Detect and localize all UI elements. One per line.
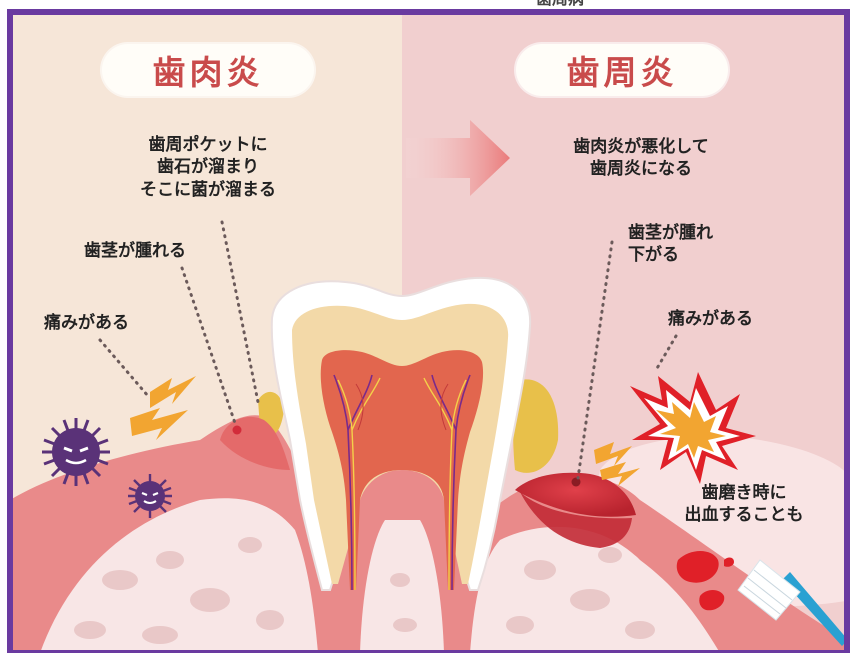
callout-swelling-left-text: 歯茎が腫れる bbox=[50, 240, 220, 262]
callout-pain-left-text: 痛みがある bbox=[44, 312, 194, 334]
bacteria-icon bbox=[42, 418, 110, 486]
callout-pocket-line: そこに菌が溜まる bbox=[98, 179, 318, 201]
marker-dot bbox=[233, 426, 242, 435]
callout-bleeding-line: 歯磨き時に bbox=[654, 482, 834, 504]
callout-pain-right: 痛みがある bbox=[668, 308, 818, 330]
callout-bleeding: 歯磨き時に 出血することも bbox=[654, 482, 834, 527]
callout-bleeding-line: 出血することも bbox=[654, 504, 834, 526]
callout-pocket-line: 歯周ポケットに bbox=[98, 134, 318, 156]
left-title: 歯肉炎 bbox=[153, 46, 264, 94]
callout-progress: 歯肉炎が悪化して 歯周炎になる bbox=[532, 136, 750, 181]
header-fragment: 歯周病 bbox=[520, 0, 600, 9]
callout-pocket: 歯周ポケットに 歯石が溜まり そこに菌が溜まる bbox=[98, 134, 318, 201]
header-fragment-text: 歯周病 bbox=[520, 0, 600, 9]
right-title: 歯周炎 bbox=[567, 46, 678, 94]
right-title-pill: 歯周炎 bbox=[516, 44, 728, 96]
callout-pain-right-text: 痛みがある bbox=[668, 308, 818, 330]
callout-swelling-right: 歯茎が腫れ 下がる bbox=[628, 222, 768, 267]
callout-pocket-line: 歯石が溜まり bbox=[98, 156, 318, 178]
callout-progress-line: 歯肉炎が悪化して bbox=[532, 136, 750, 158]
callout-swelling-right-line: 下がる bbox=[628, 244, 768, 266]
left-title-pill: 歯肉炎 bbox=[102, 44, 314, 96]
callout-swelling-right-line: 歯茎が腫れ bbox=[628, 222, 768, 244]
callout-swelling-left: 歯茎が腫れる bbox=[50, 240, 220, 262]
bacteria-icon bbox=[128, 474, 172, 518]
callout-progress-line: 歯周炎になる bbox=[532, 158, 750, 180]
callout-pain-left: 痛みがある bbox=[44, 312, 194, 334]
